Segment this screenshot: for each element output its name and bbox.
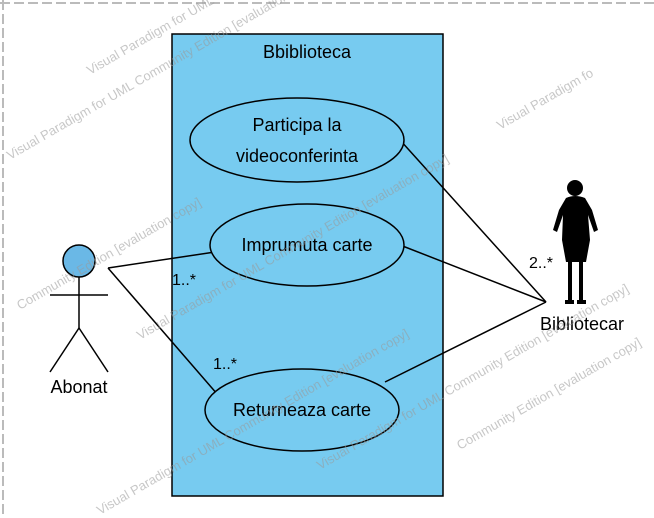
- actor-abonat[interactable]: Abonat: [49, 244, 109, 397]
- use-case-participa-line1: Participa la: [252, 115, 342, 135]
- multiplicity-abonat-imprumuta: 1..*: [172, 272, 196, 289]
- association-bibliotecar-participa[interactable]: [399, 139, 547, 303]
- use-case-participa-line2: videoconferinta: [236, 146, 359, 166]
- multiplicity-bibliotecar: 2..*: [529, 255, 553, 272]
- woman-silhouette-icon: [553, 180, 598, 304]
- actor-abonat-name: Abonat: [50, 377, 107, 397]
- association-bibliotecar-imprumuta[interactable]: [399, 244, 547, 303]
- system-name: Bbiblioteca: [263, 42, 352, 62]
- watermark-6: Visual Paradigm fo: [494, 65, 596, 132]
- use-case-participa[interactable]: [189, 97, 405, 183]
- association-abonat-returneaza[interactable]: [107, 267, 219, 396]
- use-case-returneaza-label: Returneaza carte: [233, 400, 371, 420]
- use-case-imprumuta-label: Imprumuta carte: [241, 235, 372, 255]
- actor-bibliotecar-name: Bibliotecar: [540, 314, 624, 334]
- associations: [107, 139, 547, 396]
- association-abonat-imprumuta[interactable]: [107, 251, 216, 269]
- use-case-imprumuta[interactable]: [209, 203, 405, 287]
- association-bibliotecar-returneaza[interactable]: [384, 301, 547, 383]
- use-case-returneaza[interactable]: [204, 368, 400, 452]
- multiplicity-abonat-returneaza: 1..*: [213, 356, 237, 373]
- actor-bibliotecar[interactable]: Bibliotecar: [540, 180, 624, 334]
- stick-figure-icon: [49, 244, 109, 373]
- watermark-7: Community Edition [evaluation copy]: [454, 334, 644, 452]
